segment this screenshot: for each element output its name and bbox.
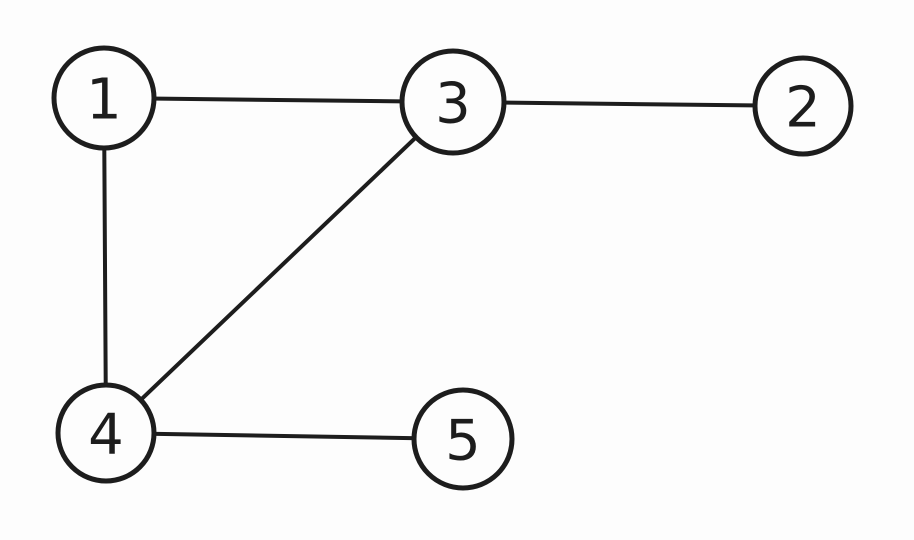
node-3: 3 bbox=[399, 48, 507, 156]
node-circle bbox=[399, 48, 507, 156]
edge-3-2 bbox=[451, 100, 805, 108]
node-label: 2 bbox=[785, 76, 821, 141]
node-circle bbox=[55, 382, 157, 484]
node-circle bbox=[752, 55, 854, 157]
edge-3-4 bbox=[104, 100, 455, 435]
nodes-layer: 1 3 2 4 5 bbox=[51, 45, 854, 491]
edge-4-5 bbox=[104, 431, 465, 441]
edge-1-3 bbox=[102, 96, 455, 104]
node-1: 1 bbox=[51, 45, 157, 151]
edge-1-4 bbox=[102, 96, 108, 435]
node-label: 3 bbox=[435, 72, 471, 137]
node-label: 4 bbox=[88, 403, 124, 468]
node-circle bbox=[51, 45, 157, 151]
node-label: 5 bbox=[445, 409, 481, 474]
node-label: 1 bbox=[86, 68, 122, 133]
node-circle bbox=[411, 387, 515, 491]
edges-layer bbox=[102, 96, 805, 441]
node-4: 4 bbox=[55, 382, 157, 484]
node-2: 2 bbox=[752, 55, 854, 157]
node-5: 5 bbox=[411, 387, 515, 491]
